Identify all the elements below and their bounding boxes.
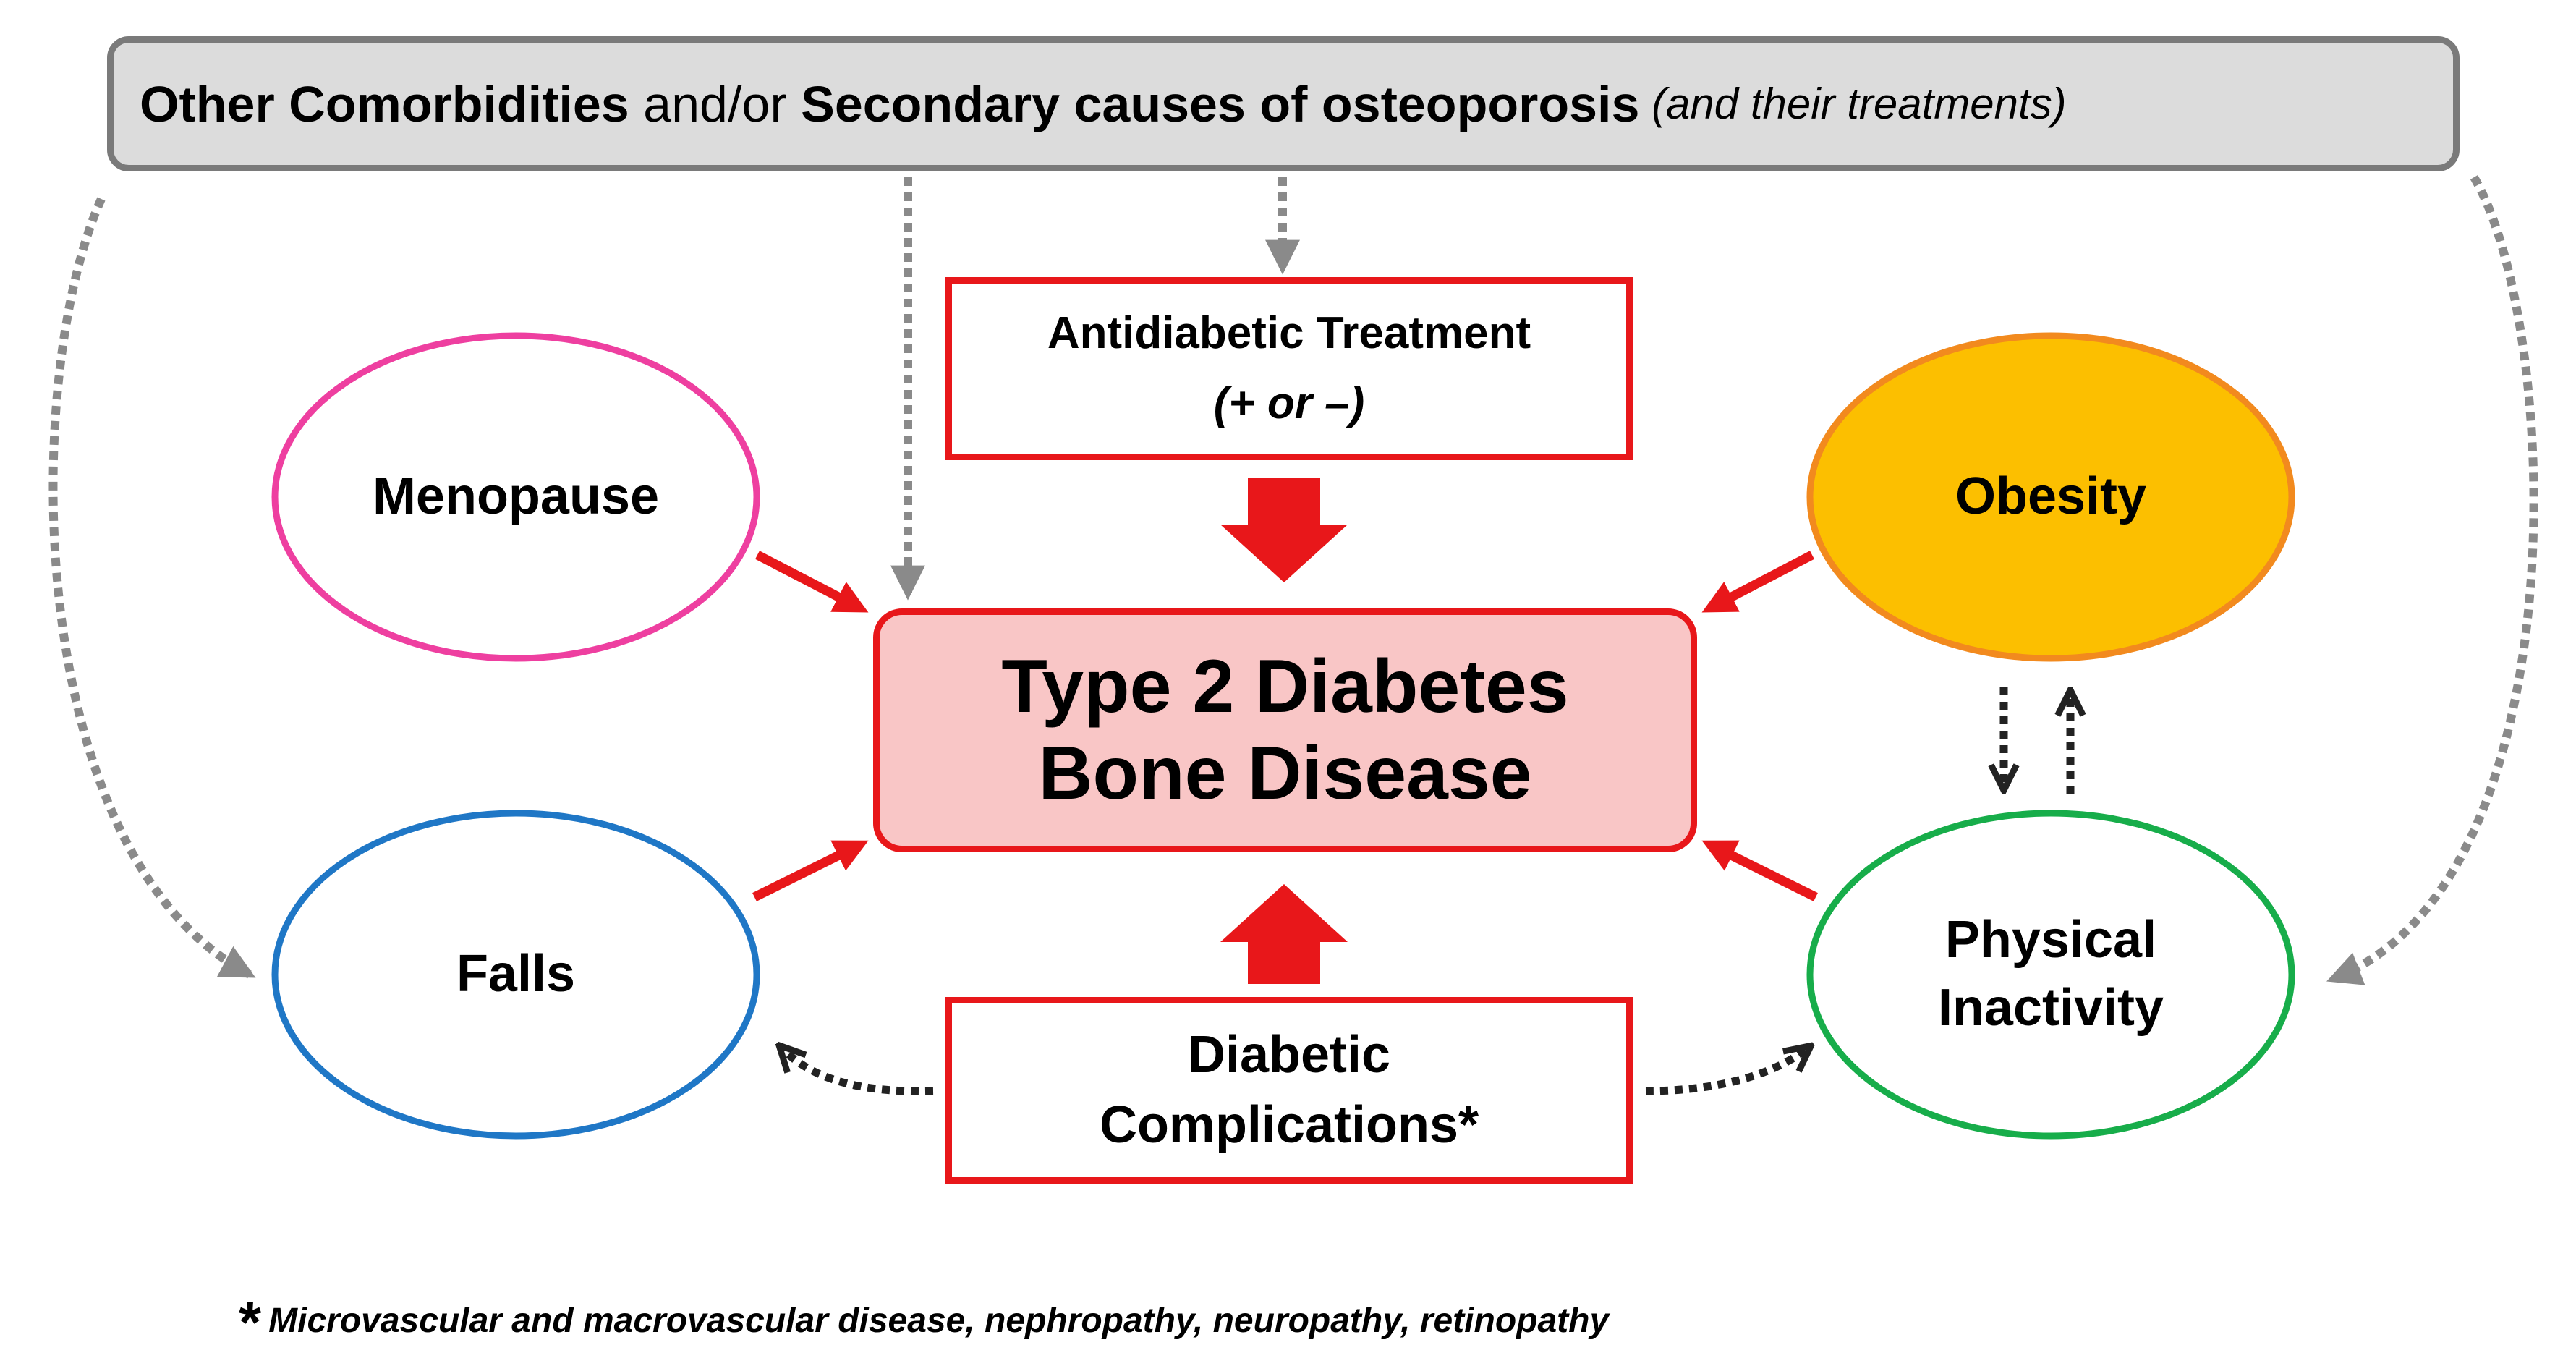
complications-line2: Complications* <box>1099 1096 1479 1154</box>
banner-and-or: and/or <box>629 75 802 132</box>
menopause-to-center-arrow <box>755 551 869 613</box>
footnote: *Microvascular and macrovascular disease… <box>239 1279 1610 1354</box>
complications-to-falls-arrow <box>781 1048 934 1095</box>
diabetic-complications-box: Diabetic Complications* <box>945 997 1633 1184</box>
falls-label: Falls <box>275 902 757 1047</box>
obesity-to-center-arrow <box>1701 551 1815 613</box>
type2-diabetes-bone-disease-box: Type 2 Diabetes Bone Disease <box>873 608 1697 852</box>
complications-up-arrow <box>1220 884 1348 984</box>
falls-oval <box>271 810 760 1140</box>
menopause-text: Menopause <box>372 467 660 526</box>
inactivity-line2: Inactivity <box>1937 979 2164 1037</box>
banner-comorbidities: Other Comorbidities <box>140 75 629 132</box>
treatment-down-arrow <box>1220 478 1348 582</box>
obesity-oval <box>1806 332 2295 662</box>
inactivity-line1: Physical <box>1944 911 2157 969</box>
obesity-label: Obesity <box>1810 425 2292 569</box>
complications-line1: Diabetic <box>1187 1025 1391 1084</box>
footnote-marker: * <box>239 1290 262 1354</box>
antidiabetic-effect-label: (+ or –) <box>1213 378 1365 428</box>
falls-to-center-arrow <box>752 840 869 901</box>
obesity-text: Obesity <box>1955 467 2147 526</box>
center-title-line2: Bone Disease <box>1038 731 1532 815</box>
footnote-text: Microvascular and macrovascular disease,… <box>268 1302 1610 1340</box>
falls-text: Falls <box>456 945 576 1003</box>
antidiabetic-treatment-box: Antidiabetic Treatment (+ or –) <box>945 277 1633 460</box>
physical-inactivity-label: Physical Inactivity <box>1810 895 2292 1054</box>
menopause-label: Menopause <box>275 425 757 569</box>
complications-to-inactivity-arrow <box>1645 1048 1808 1095</box>
menopause-oval <box>271 332 760 662</box>
comorbidities-banner: Other Comorbidities and/or Secondary cau… <box>107 36 2460 171</box>
banner-to-inactivity-arrow <box>2326 174 2538 985</box>
inactivity-oval <box>1806 810 2295 1140</box>
banner-to-falls-arrow <box>48 197 256 979</box>
center-title-line1: Type 2 Diabetes <box>1001 644 1569 729</box>
inactivity-to-center-arrow <box>1701 840 1818 901</box>
banner-treatments-note: (and their treatments) <box>1639 80 2067 128</box>
banner-secondary-causes: Secondary causes of osteoporosis <box>801 75 1640 132</box>
antidiabetic-treatment-label: Antidiabetic Treatment <box>1047 308 1531 359</box>
